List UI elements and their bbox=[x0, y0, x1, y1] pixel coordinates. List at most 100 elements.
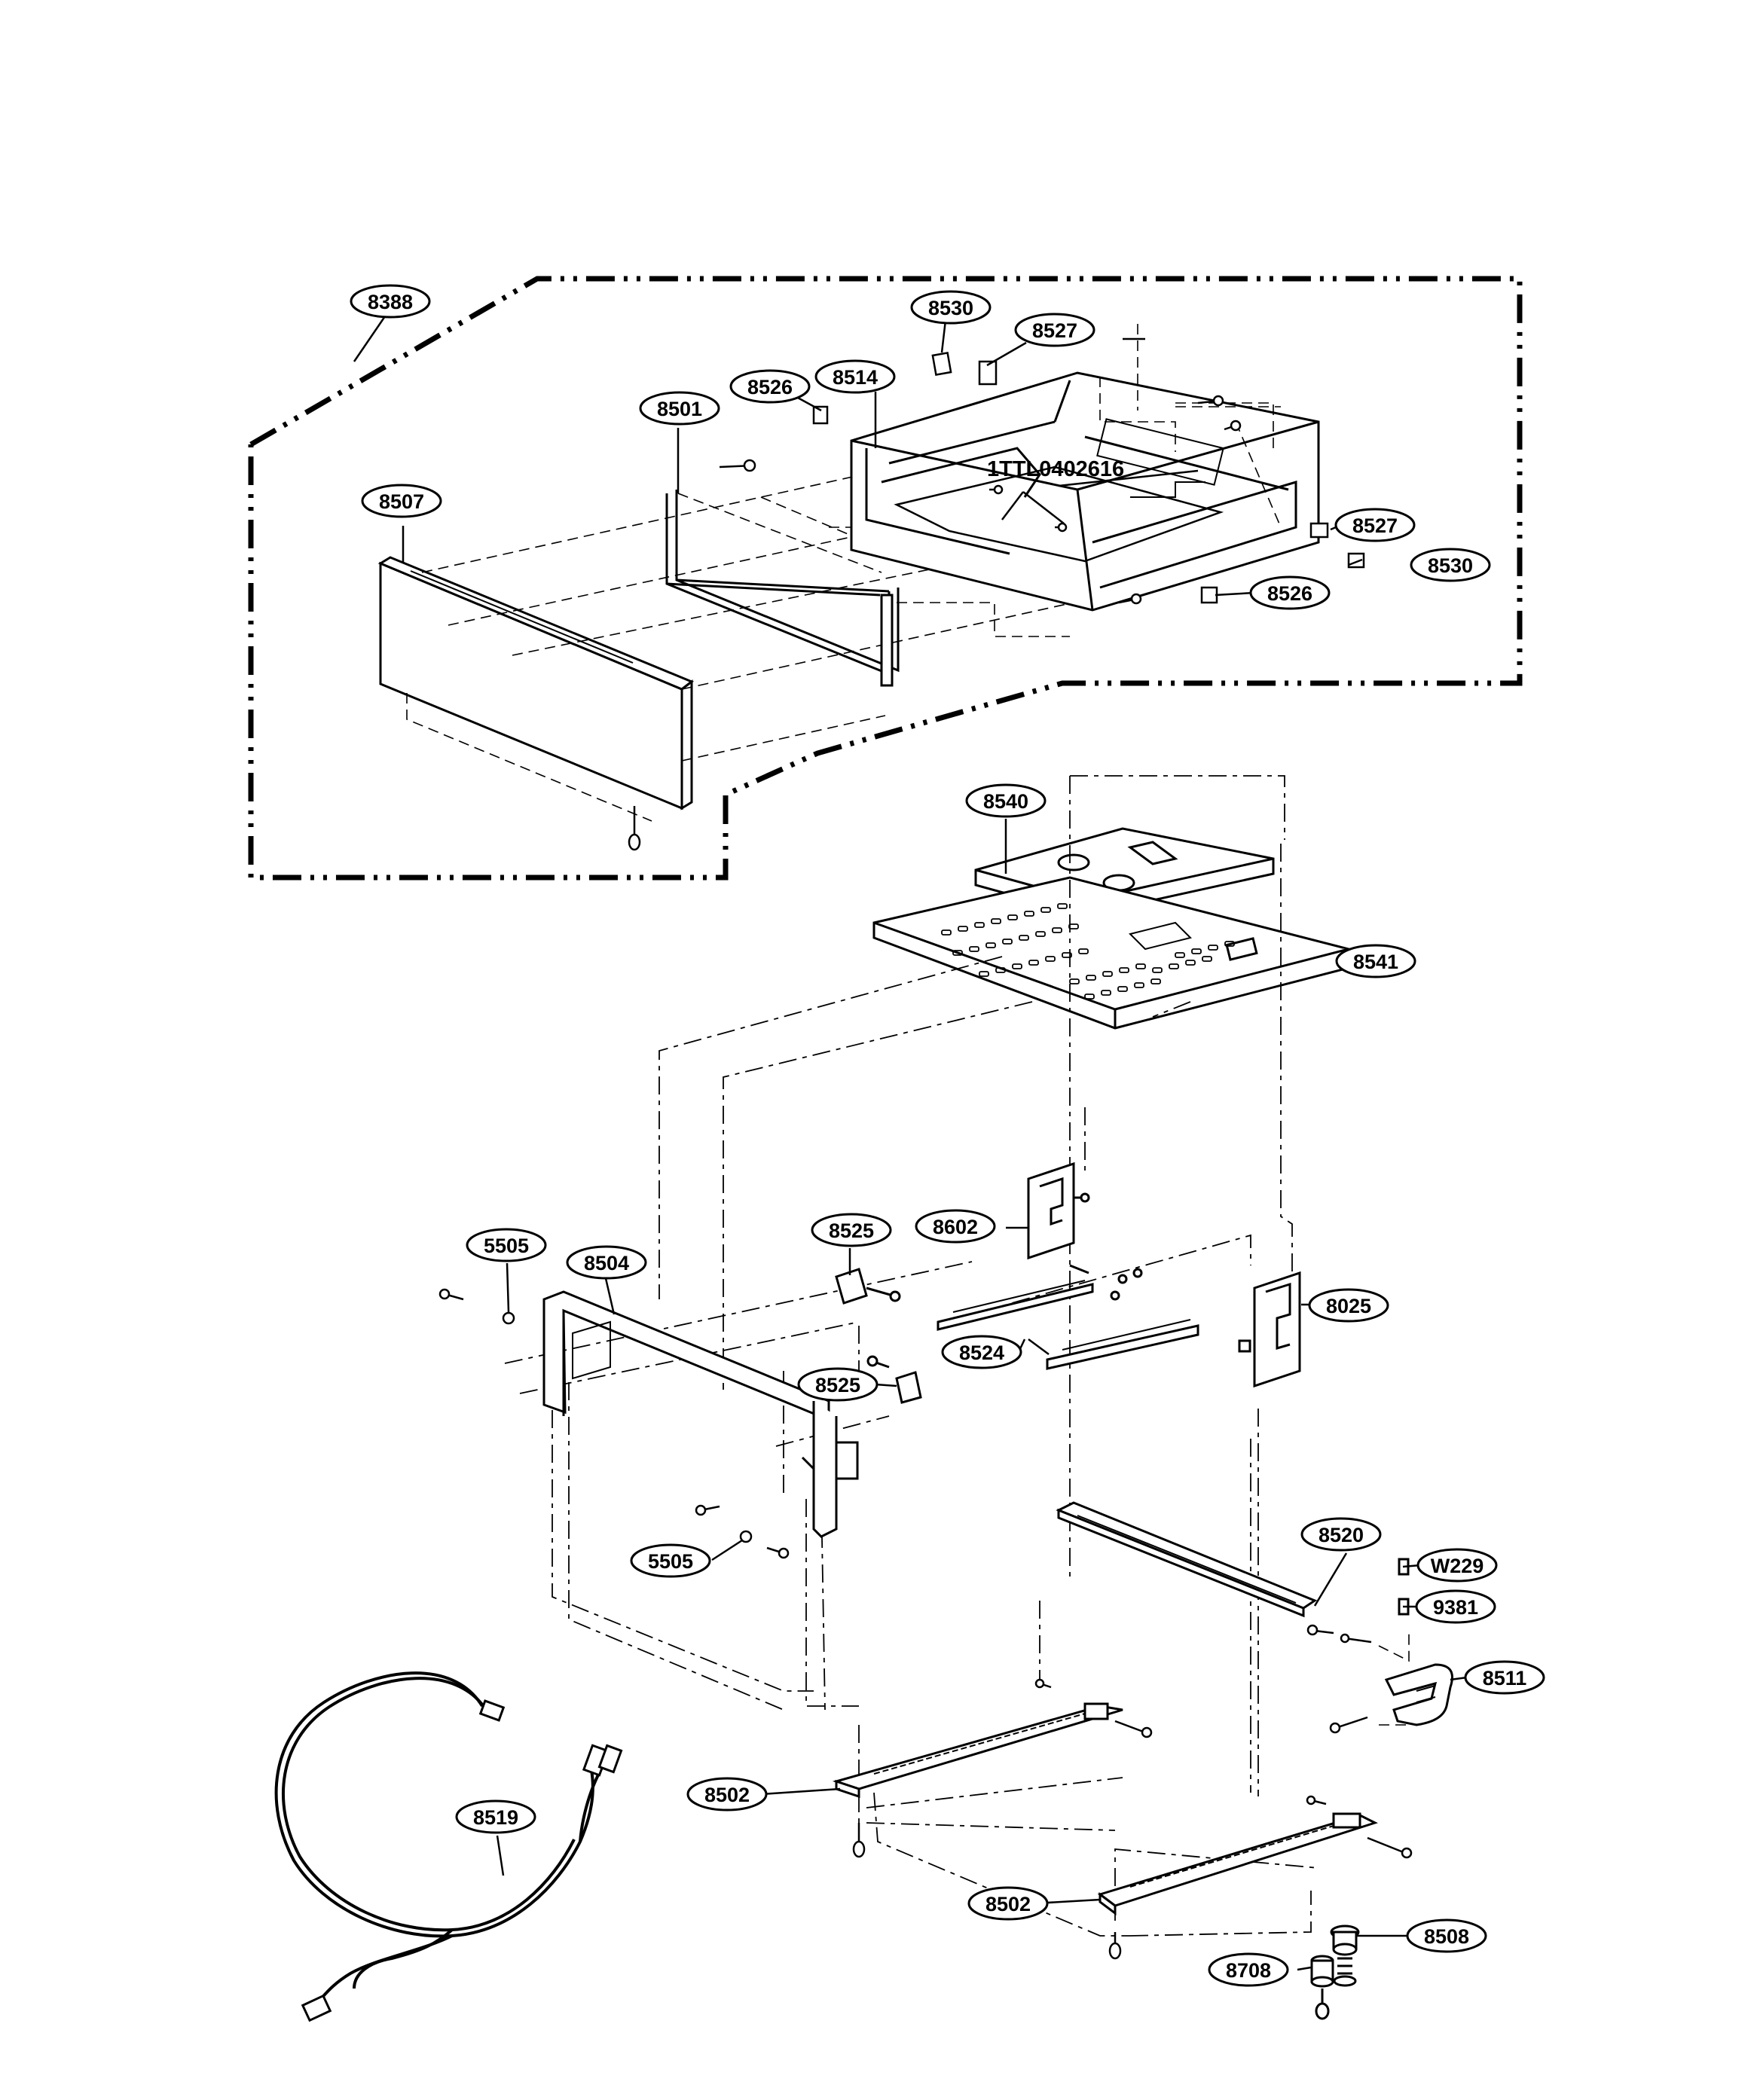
vent-slot bbox=[1102, 971, 1113, 977]
part-number-text: 8508 bbox=[1424, 1925, 1469, 1948]
part-label-8525-top: 8525 bbox=[811, 1213, 892, 1247]
part-label-8602: 8602 bbox=[915, 1209, 996, 1244]
front-frame bbox=[542, 1290, 859, 1538]
base-channel bbox=[1056, 1501, 1318, 1618]
vent-slot bbox=[1101, 990, 1111, 996]
vent-slot bbox=[1135, 963, 1146, 969]
part-number-text: 8514 bbox=[833, 366, 878, 389]
vent-slot bbox=[1202, 956, 1212, 962]
part-label-8520: 8520 bbox=[1300, 1517, 1382, 1552]
part-number-text: 8526 bbox=[747, 376, 793, 398]
part-label-8708: 8708 bbox=[1208, 1952, 1289, 1987]
part-label-8502-right: 8502 bbox=[967, 1886, 1049, 1921]
center-bracket bbox=[1027, 1161, 1090, 1274]
part-number-text: 8602 bbox=[933, 1216, 978, 1238]
vent-slot bbox=[1119, 967, 1129, 973]
vent-slot bbox=[979, 971, 989, 977]
part-number-text: 8530 bbox=[928, 297, 973, 319]
front-frame-screws bbox=[438, 1288, 790, 1559]
vent-slot bbox=[1069, 978, 1080, 984]
leg-bracket-screws bbox=[1306, 1624, 1372, 1734]
vent-slot bbox=[1007, 914, 1018, 920]
part-label-8540: 8540 bbox=[965, 783, 1047, 818]
part-label-8511: 8511 bbox=[1464, 1660, 1545, 1695]
part-label-8526-top: 8526 bbox=[729, 369, 811, 404]
vent-slot bbox=[1045, 956, 1056, 962]
vent-slot bbox=[1057, 903, 1068, 909]
tub-hidden-lines bbox=[1099, 324, 1282, 528]
slide-rail-left-screws bbox=[852, 1678, 1153, 1858]
part-label-8388: 8388 bbox=[350, 284, 431, 319]
vent-slot bbox=[1068, 923, 1079, 929]
drawer-frame-bracket bbox=[665, 490, 900, 687]
part-label-8527-right: 8527 bbox=[1334, 508, 1416, 542]
wire-harness bbox=[274, 1671, 604, 2005]
drawer-front-panel bbox=[377, 556, 694, 810]
vent-slot bbox=[1012, 963, 1022, 969]
vent-slot bbox=[1152, 967, 1163, 973]
part-label-8025: 8025 bbox=[1308, 1288, 1389, 1323]
part-label-8525-mid: 8525 bbox=[797, 1367, 878, 1402]
vent-slot bbox=[991, 918, 1001, 924]
vent-slot bbox=[941, 929, 952, 936]
part-number-text: 8519 bbox=[473, 1806, 518, 1829]
vent-slot bbox=[1134, 982, 1144, 988]
vent-slot bbox=[974, 922, 985, 928]
part-number-text: 8501 bbox=[657, 398, 702, 420]
part-label-8519: 8519 bbox=[455, 1799, 536, 1834]
part-label-8524: 8524 bbox=[941, 1335, 1022, 1369]
clips bbox=[835, 1268, 922, 1404]
part-number-text: 8511 bbox=[1483, 1667, 1527, 1689]
vent-slot bbox=[1040, 907, 1051, 913]
part-number-text: 5505 bbox=[484, 1235, 529, 1257]
vent-slot bbox=[1052, 927, 1062, 933]
part-number-text: 8507 bbox=[379, 490, 424, 513]
part-number-text: 9381 bbox=[1433, 1596, 1478, 1619]
part-label-8530-top: 8530 bbox=[910, 290, 992, 325]
part-label-8508: 8508 bbox=[1406, 1918, 1487, 1953]
part-number-text: 8524 bbox=[959, 1341, 1004, 1364]
part-number-text: 8527 bbox=[1352, 514, 1398, 537]
vent-slot bbox=[1062, 952, 1072, 958]
top-panel bbox=[872, 876, 1350, 1030]
drawer-assembly-boundary bbox=[248, 276, 1523, 881]
side-bracket-right bbox=[1238, 1271, 1301, 1388]
cross-rails bbox=[937, 1268, 1199, 1370]
vent-slot bbox=[1028, 960, 1039, 966]
part-number-text: 8504 bbox=[584, 1252, 629, 1274]
callout-label: 1TTL0402616 bbox=[987, 457, 1124, 481]
vent-slot bbox=[958, 926, 968, 932]
vent-slot bbox=[1175, 952, 1185, 958]
part-number-text: 8520 bbox=[1319, 1524, 1364, 1546]
part-number-text: 8502 bbox=[704, 1784, 750, 1806]
vent-slot bbox=[1185, 960, 1196, 966]
vent-slot bbox=[1169, 963, 1179, 969]
part-number-text: 8530 bbox=[1428, 554, 1473, 577]
part-number-text: W229 bbox=[1431, 1555, 1484, 1577]
part-label-W229: W229 bbox=[1416, 1548, 1498, 1583]
vent-slot bbox=[969, 946, 979, 952]
leader-lines bbox=[353, 313, 1468, 1971]
part-label-8504: 8504 bbox=[566, 1245, 647, 1280]
part-number-text: 8502 bbox=[985, 1893, 1031, 1915]
vent-slot bbox=[1035, 931, 1046, 937]
vent-slot bbox=[1024, 911, 1034, 917]
vent-slot bbox=[1019, 935, 1029, 941]
vent-slot bbox=[1084, 994, 1095, 1000]
part-label-8502-left: 8502 bbox=[686, 1777, 768, 1812]
top-panel-holes bbox=[941, 903, 1235, 1000]
vent-slot bbox=[1208, 945, 1218, 951]
part-label-8527-top: 8527 bbox=[1014, 313, 1095, 347]
vent-slot bbox=[1150, 978, 1161, 984]
part-label-8507: 8507 bbox=[361, 484, 442, 518]
leg-bracket-hidden bbox=[1378, 1631, 1410, 1726]
drawer-tub bbox=[850, 371, 1320, 612]
vent-slot bbox=[952, 950, 963, 956]
vent-slot bbox=[1224, 941, 1235, 947]
part-label-5505-bottom: 5505 bbox=[630, 1543, 711, 1578]
vent-slot bbox=[1002, 939, 1013, 945]
part-label-8501: 8501 bbox=[639, 391, 720, 426]
vent-slot bbox=[1117, 986, 1128, 992]
